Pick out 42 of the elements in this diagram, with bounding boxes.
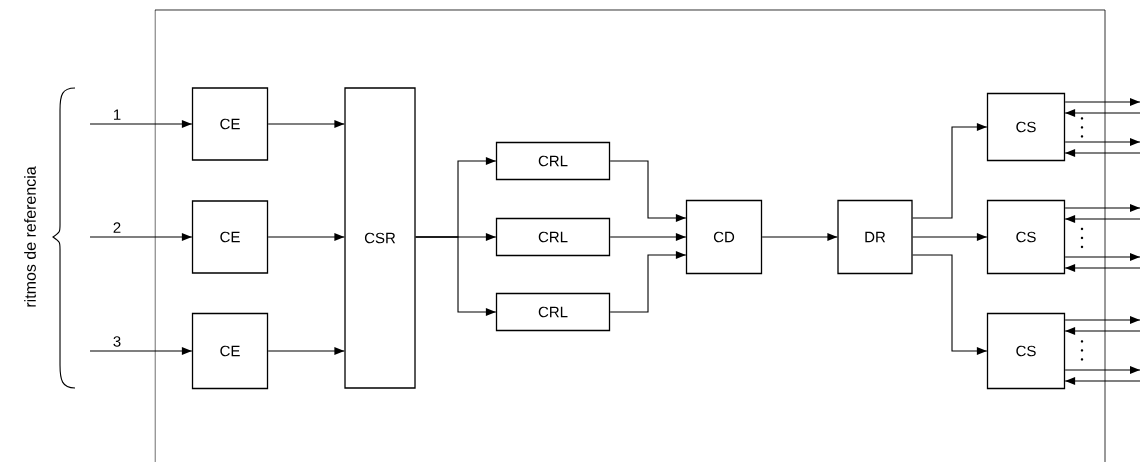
block-box: CS: [986, 199, 1066, 275]
edge-label: 1: [113, 109, 121, 120]
arrow: [609, 251, 687, 313]
arrow: [89, 347, 193, 355]
arrow: [1064, 253, 1141, 261]
arrow: [415, 236, 497, 316]
block-box: CS: [986, 92, 1066, 162]
arrow: [1064, 377, 1141, 385]
block-box: CE: [191, 87, 269, 161]
arrow: [912, 233, 988, 241]
arrow: [609, 233, 687, 241]
arrow: [912, 254, 988, 355]
arrow: [1064, 98, 1141, 106]
arrow: [267, 233, 345, 241]
block-box: CRL: [495, 292, 611, 332]
arrow: [761, 233, 838, 241]
side-label: ritmos de referencia: [24, 166, 36, 307]
block-box: DR: [837, 199, 913, 275]
arrow: [89, 120, 193, 128]
arrow: [1064, 215, 1141, 223]
arrow: [89, 233, 193, 241]
arrow: [267, 347, 345, 355]
edge-label: 2: [113, 222, 121, 233]
arrow: [1064, 109, 1141, 117]
block-box: CE: [191, 200, 269, 274]
arrow: [1064, 316, 1141, 324]
arrow: [1064, 204, 1141, 212]
block-box: CSR: [344, 87, 416, 389]
arrow: [1064, 138, 1141, 146]
block-box: CD: [685, 199, 763, 275]
arrow: [1064, 264, 1141, 272]
block-box: CRL: [495, 141, 611, 181]
arrow: [1064, 327, 1141, 335]
block-box: CE: [191, 312, 269, 390]
block-box: CRL: [495, 217, 611, 257]
arrow: [1064, 149, 1141, 157]
arrow: [912, 123, 988, 219]
block-box: CS: [986, 312, 1066, 390]
arrow: [1064, 366, 1141, 374]
arrow: [609, 160, 687, 222]
arrow: [267, 120, 345, 128]
edge-label: 3: [113, 336, 121, 347]
